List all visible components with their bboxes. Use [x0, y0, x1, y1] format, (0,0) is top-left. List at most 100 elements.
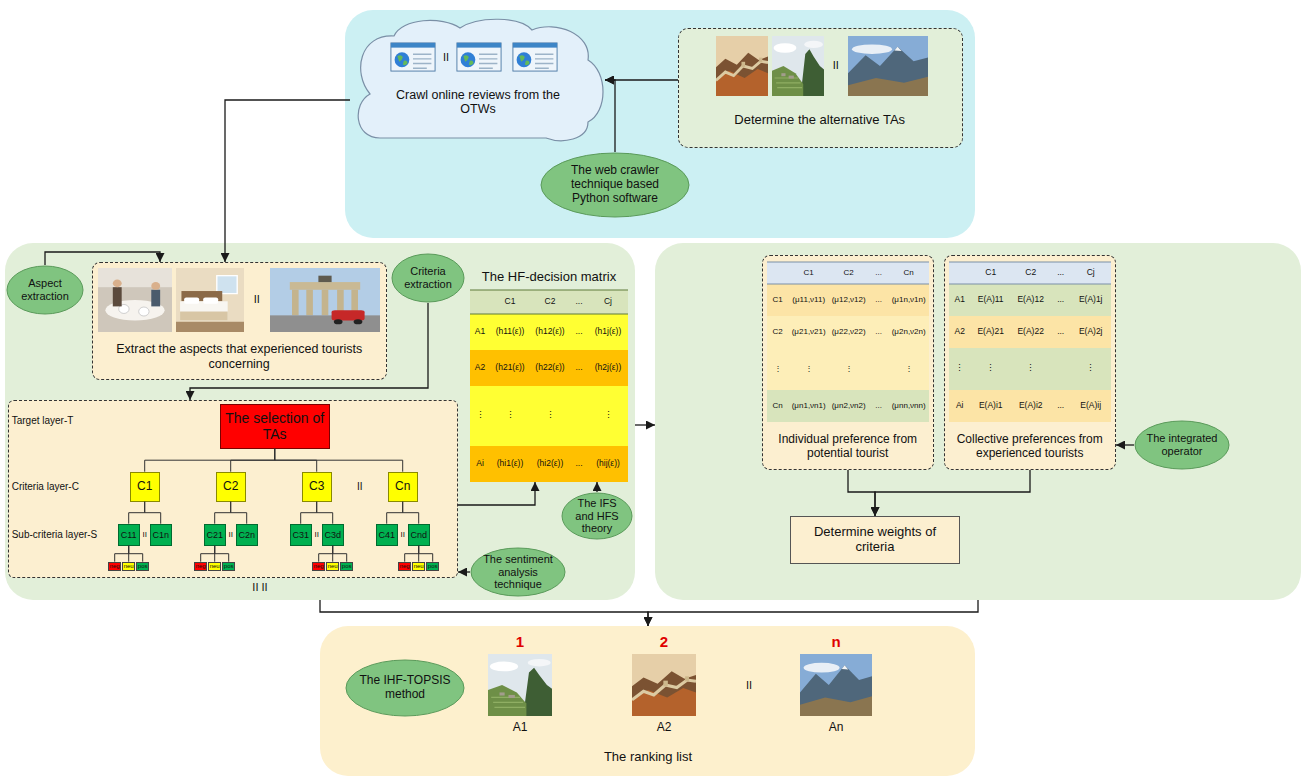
preference-matrix-box-text: ...: [875, 401, 882, 410]
matrix-band: [949, 316, 1111, 348]
text-slot: II: [352, 479, 368, 495]
text-body: C3d: [323, 525, 343, 545]
text-body: neu: [327, 563, 338, 570]
ellipse-outline: [346, 660, 464, 716]
text-slot: ⋮: [588, 386, 628, 446]
decision-matrix-text: Ai: [476, 459, 484, 469]
matrix-band: [767, 316, 929, 348]
tree-line: [145, 502, 161, 524]
decision-matrix-text: ⋮: [546, 411, 555, 421]
preference-matrix-box-text: E(A)22: [1017, 327, 1043, 337]
text-slot: ⋮: [949, 348, 971, 390]
text-body: neu: [413, 563, 424, 570]
text-slot: Individual preference from potential tou…: [764, 425, 932, 469]
text-slot: E(A)2j: [1071, 316, 1111, 348]
subcriteria-box-text: C3d: [324, 530, 341, 540]
text-body: Criteria extraction: [391, 253, 465, 303]
flow-arrow: [458, 571, 470, 572]
method-ellipse-text: The web crawler technique based Python s…: [558, 164, 672, 205]
preference-matrix-box: C1C2...CnC1(μ11,ν11)(μ12,ν12)...(μ1n,ν1n…: [762, 255, 934, 470]
method-ellipse-text: The sentiment analysis technique: [480, 553, 556, 591]
text-slot: (h22(ε)): [530, 350, 570, 386]
sentiment-box-text: pos: [138, 563, 148, 569]
ellipse-outline: [541, 153, 689, 217]
sentiment-box: pos: [136, 562, 149, 571]
process-panel: IICrawl online reviews from the OTWsIIDe…: [345, 10, 975, 238]
subcriteria-box: C21: [204, 524, 226, 546]
preference-matrix-box-text: (μ12,ν12): [832, 295, 866, 304]
sentiment-box-text: neu: [328, 563, 338, 569]
text-slot: Sub-criteria layer-S: [12, 527, 116, 543]
preference-matrix-box-text: Cn: [904, 268, 914, 277]
text-slot: C2: [530, 290, 570, 314]
method-ellipse: The sentiment analysis technique: [470, 547, 566, 597]
preference-matrix-box-text: E(A)i1: [979, 401, 1003, 411]
sentiment-box: neg: [108, 562, 121, 571]
ellipse-outline: [7, 266, 83, 314]
preference-matrix-box-text: Ai: [956, 401, 964, 411]
aspect-photo: [270, 268, 380, 332]
decision-matrix-text: (h12(ε)): [535, 327, 564, 337]
subcriteria-box-text: C11: [121, 530, 137, 540]
text-slot: ⋮: [789, 348, 829, 390]
text-slot: C1: [767, 284, 789, 316]
text-slot: ...: [869, 316, 889, 348]
text-body: C1: [131, 473, 159, 501]
criteria-box: C3: [302, 472, 332, 502]
text-slot: C2: [767, 316, 789, 348]
subcriteria-box-text: C1n: [152, 530, 169, 540]
text-body: The IFS and HFS theory: [561, 492, 633, 540]
decision-matrix-text: A2: [475, 363, 485, 373]
text-slot: E(A)i2: [1011, 390, 1051, 422]
decision-matrix-text: ⋮: [604, 411, 613, 421]
text-slot: E(A)11: [971, 284, 1011, 316]
text-body: pos: [223, 563, 234, 570]
preference-matrix-box-text: C1: [804, 268, 814, 277]
preference-matrix-box-text: ⋮: [805, 364, 813, 373]
text-body: C3: [303, 473, 331, 501]
text-slot: ...: [1051, 262, 1071, 284]
hierarchy-box: Target layer-TCriteria layer-CSub-criter…: [8, 400, 458, 578]
tree-line: [319, 546, 333, 562]
dashed-group-box: IIDetermine the alternative TAs: [678, 28, 963, 148]
hierarchy-box-text: Target layer-T: [12, 415, 74, 427]
sentiment-box: neu: [122, 562, 135, 571]
attraction-photo: [772, 36, 824, 96]
dashed-group-box: IIExtract the aspects that experienced t…: [92, 262, 387, 380]
subcriteria-box: C41: [376, 524, 398, 546]
separator-label: II II: [252, 581, 267, 594]
text-slot: (μ21,ν21): [789, 316, 829, 348]
criteria-box: Cn: [388, 472, 418, 502]
decision-matrix-text: (h2j(ε)): [595, 363, 621, 373]
preference-matrix-box-text: E(A)12: [1017, 295, 1043, 305]
sentiment-box: neg: [398, 562, 411, 571]
sentiment-box: pos: [340, 562, 353, 571]
tree-line: [275, 449, 317, 472]
preference-matrix-box-text: (μ11,ν11): [792, 295, 825, 304]
decision-matrix-text: ...: [575, 297, 582, 307]
tree-line: [145, 449, 275, 472]
text-slot: (hij(ε)): [588, 446, 628, 482]
text-body: C41: [377, 525, 397, 545]
target-box-text: The selection of TAs: [225, 410, 325, 442]
preference-matrix-box-text: Collective preferences from experienced …: [946, 433, 1114, 461]
preference-matrix-box-text: (μ1n,ν1n): [892, 295, 926, 304]
criteria-box: C2: [216, 472, 246, 502]
text-slot: II II: [240, 580, 280, 594]
preference-matrix-box-text: ...: [875, 295, 882, 304]
process-panel-text: n: [831, 633, 840, 650]
attraction-photo: [716, 36, 768, 96]
text-body: Aspect extraction: [6, 265, 84, 315]
criteria-box-text: C3: [309, 480, 324, 494]
attraction-photo: [488, 36, 928, 716]
text-slot: E(A)22: [1011, 316, 1051, 348]
tree-line: [387, 502, 403, 524]
preference-matrix-box-text: ⋮: [955, 364, 964, 374]
text-slot: Crawl online reviews from the OTWs: [393, 84, 563, 120]
text-body: The sentiment analysis technique: [470, 547, 566, 597]
hierarchy-box-text: II: [142, 530, 146, 539]
aspect-photo: [98, 268, 172, 332]
flow-arrow: [225, 100, 350, 262]
text-body: C2n: [237, 525, 257, 545]
text-slot: C1: [789, 262, 829, 284]
